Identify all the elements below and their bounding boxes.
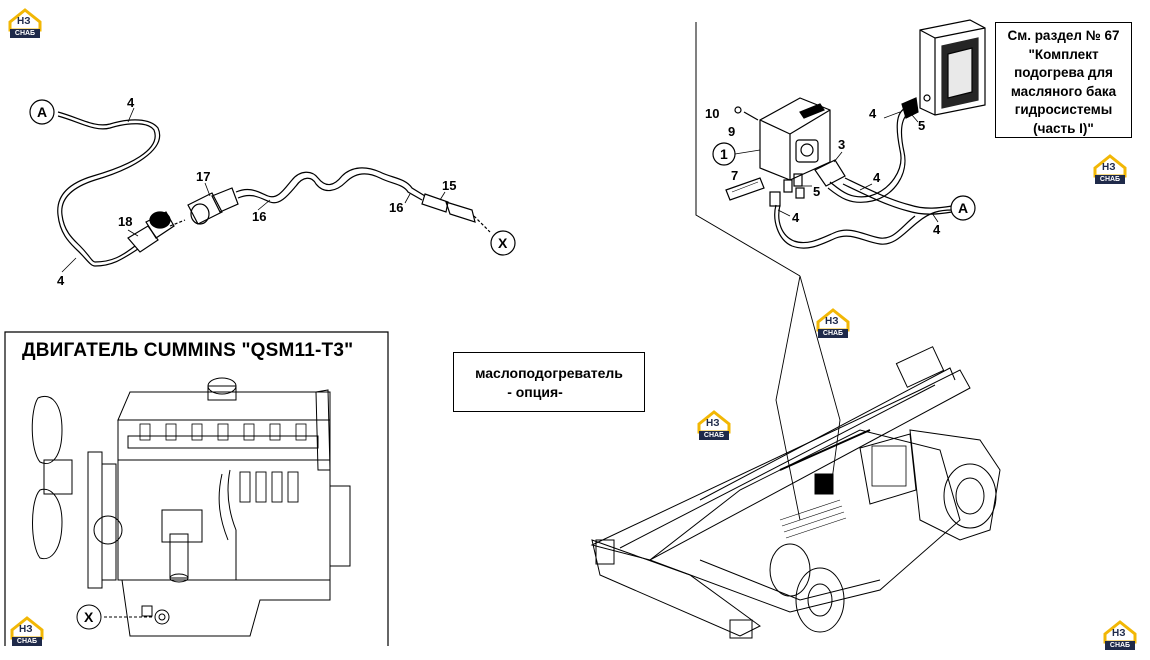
part-4-right: 4 <box>933 222 941 237</box>
circle-label-a-right: A <box>958 200 968 216</box>
part-9: 9 <box>728 124 735 139</box>
part-16-a: 16 <box>252 209 266 224</box>
engine-title: ДВИГАТЕЛЬ CUMMINS "QSM11-T3" <box>22 340 354 361</box>
part-7: 7 <box>731 168 738 183</box>
part-4-left: 4 <box>57 273 65 288</box>
part-10: 10 <box>705 106 719 121</box>
part-15: 15 <box>442 178 456 193</box>
option-note-box: маслоподогреватель - опция- <box>453 352 645 412</box>
reference-line-5: гидросистемы <box>1014 102 1113 117</box>
part-number-labels: 4 4 18 17 16 16 15 10 9 3 4 5 4 5 7 4 4 … <box>37 95 968 625</box>
circle-label-x-top: X <box>498 235 508 251</box>
part-4-low: 4 <box>792 210 800 225</box>
part-4-heater: 4 <box>869 106 877 121</box>
reference-line-4: масляного бака <box>1010 83 1117 99</box>
reference-line-1: См. раздел № 67 <box>1007 28 1120 43</box>
circle-label-x-engine: X <box>84 609 94 625</box>
circle-label-a-left: A <box>37 104 47 120</box>
reference-line-6: (часть I)" <box>1033 120 1094 136</box>
part-17: 17 <box>196 169 210 184</box>
part-4-mid: 4 <box>873 170 881 185</box>
part-5-heater: 5 <box>918 118 925 133</box>
part-16-b: 16 <box>389 200 403 215</box>
heater-kit-right <box>695 19 986 521</box>
part-18: 18 <box>118 214 132 229</box>
part-5-glands: 5 <box>813 184 820 199</box>
part-3: 3 <box>838 137 845 152</box>
option-note-line-2: - опция- <box>507 384 563 400</box>
reference-box: См. раздел № 67 "Комплект подогрева для … <box>995 22 1132 138</box>
engine-drawing <box>4 331 389 646</box>
cable-assembly-left <box>29 99 516 273</box>
reference-line-3: подогрева для <box>1014 65 1113 80</box>
reference-line-2: "Комплект <box>1028 46 1099 62</box>
part-4-top: 4 <box>127 95 135 110</box>
reach-stacker-machine <box>590 346 1001 639</box>
option-note-line-1: маслоподогреватель <box>475 365 623 381</box>
circle-label-1: 1 <box>720 146 728 162</box>
